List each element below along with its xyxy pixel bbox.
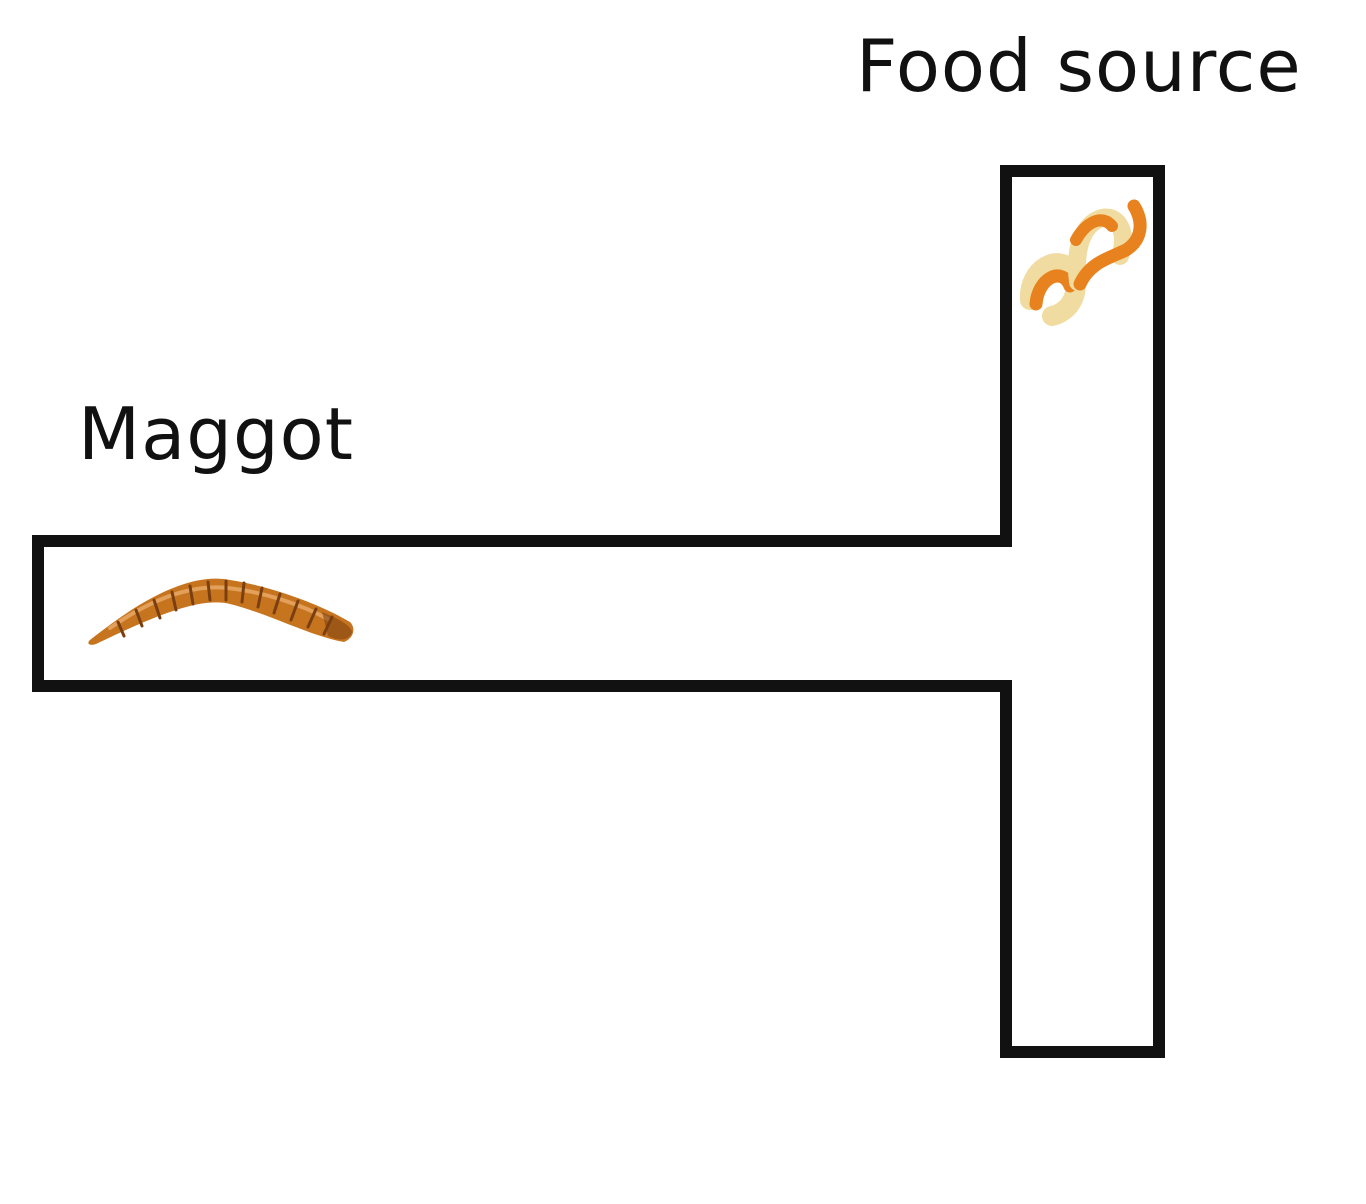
t-maze-outline	[32, 165, 1165, 1058]
peel-outer-strip-3	[1070, 214, 1118, 246]
orange-peel-icon	[1020, 199, 1147, 326]
food-source-label: Food source	[856, 24, 1302, 108]
maggot-highlight	[108, 585, 332, 630]
maggot-segments	[116, 579, 334, 638]
maggot-body	[88, 578, 354, 645]
maggot-label: Maggot	[78, 392, 354, 476]
peel-outer-strip-1	[1029, 269, 1077, 311]
peel-outer-strip-2	[1073, 199, 1147, 291]
maggot-larva-icon	[88, 578, 354, 645]
maggot-tail-shade	[322, 612, 352, 640]
